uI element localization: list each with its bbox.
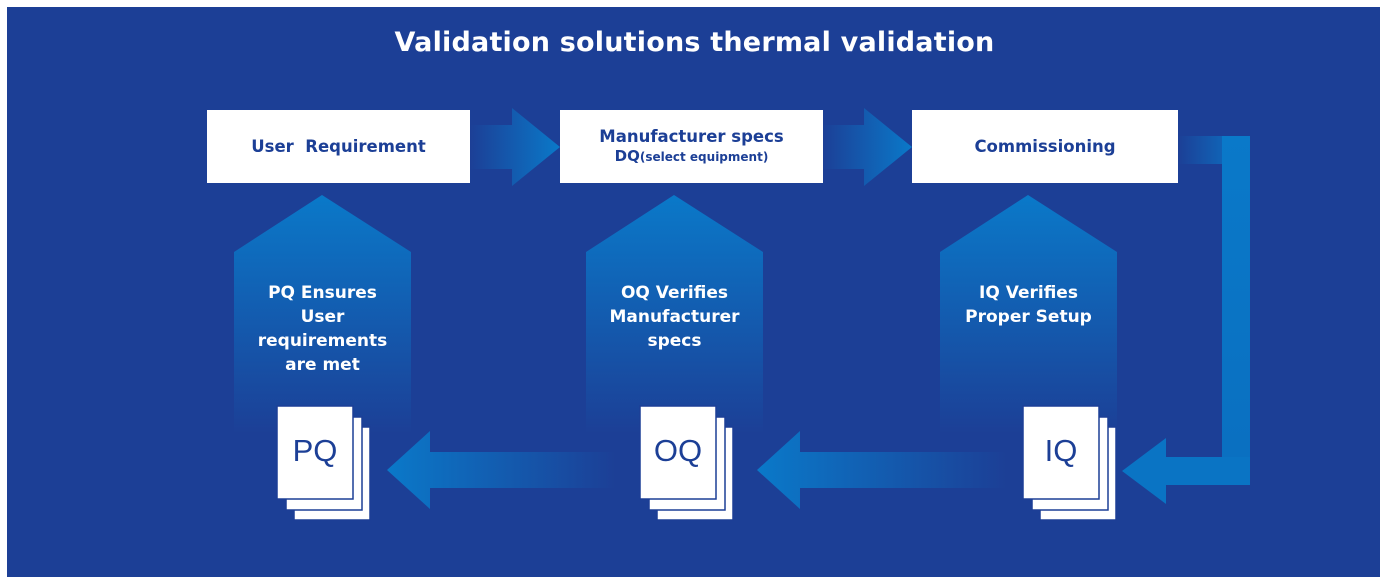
pq-document-label: PQ bbox=[292, 433, 338, 468]
dq-main: DQ bbox=[614, 147, 640, 165]
pq-document-stack bbox=[276, 405, 371, 521]
pq-line-3: are met bbox=[285, 355, 360, 375]
manufacturer-specs-label: Manufacturer specs bbox=[599, 127, 784, 146]
dq-select-equipment: (select equipment) bbox=[639, 150, 769, 164]
pq-description: PQ Ensures User requirements are met bbox=[234, 281, 411, 377]
arrow-oq-to-pq bbox=[387, 431, 615, 509]
arrow-iq-to-oq bbox=[757, 431, 1006, 509]
manufacturer-specs-box: Manufacturer specs DQ(select equipment) bbox=[560, 110, 823, 183]
oq-document-label: OQ bbox=[653, 433, 703, 468]
iq-description: IQ Verifies Proper Setup bbox=[940, 281, 1117, 329]
oq-line-3: specs bbox=[647, 331, 702, 351]
user-requirement-box: User Requirement bbox=[207, 110, 470, 183]
iq-line-1: IQ Verifies bbox=[979, 283, 1078, 303]
iq-line-2: Proper Setup bbox=[965, 307, 1092, 327]
iq-document-stack bbox=[1022, 405, 1117, 521]
oq-line-2: Manufacturer bbox=[609, 307, 740, 327]
dq-label: DQ(select equipment) bbox=[615, 147, 769, 167]
oq-description: OQ Verifies Manufacturer specs bbox=[586, 281, 763, 353]
pq-line-2: User requirements bbox=[257, 307, 388, 351]
iq-document-label: IQ bbox=[1044, 433, 1078, 468]
commissioning-label: Commissioning bbox=[974, 137, 1116, 156]
oq-house-shape bbox=[586, 195, 763, 434]
diagram-title: Validation solutions thermal validation bbox=[394, 27, 995, 58]
arrow-user-to-manufacturer bbox=[470, 108, 560, 186]
oq-document-stack bbox=[639, 405, 734, 521]
connector-commissioning-to-iq bbox=[1122, 136, 1250, 504]
iq-house-shape bbox=[940, 195, 1117, 434]
commissioning-box: Commissioning bbox=[912, 110, 1178, 183]
pq-line-1: PQ Ensures bbox=[268, 283, 377, 303]
oq-line-1: OQ Verifies bbox=[620, 283, 729, 303]
arrow-manufacturer-to-commissioning bbox=[822, 108, 912, 186]
user-requirement-label: User Requirement bbox=[251, 137, 426, 156]
pq-house-shape bbox=[234, 195, 411, 434]
